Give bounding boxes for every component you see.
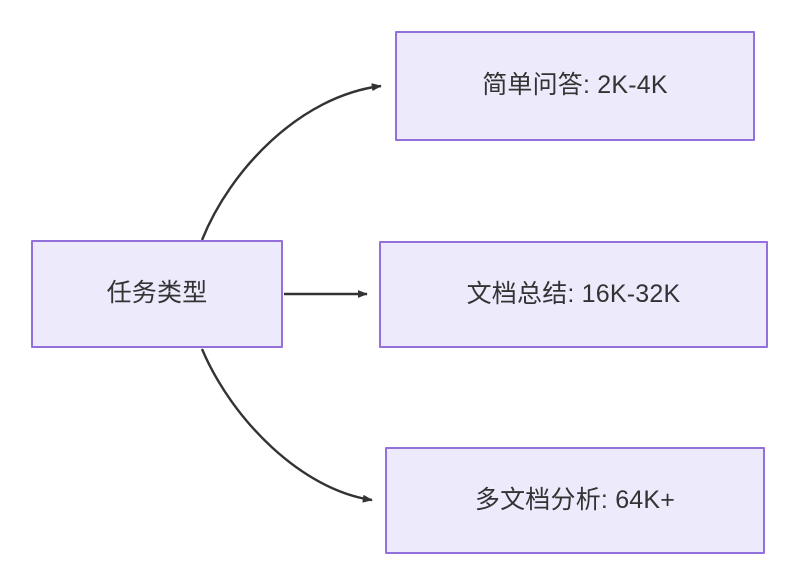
node-task-type-label: 任务类型	[106, 279, 208, 308]
node-simple-qa[interactable]: 简单问答: 2K-4K	[395, 31, 755, 141]
edge-source-to-simple-qa	[200, 83, 382, 241]
node-doc-summary[interactable]: 文档总结: 16K-32K	[379, 241, 768, 348]
edge-source-to-multi-doc	[200, 348, 373, 503]
node-doc-summary-label: 文档总结: 16K-32K	[466, 279, 681, 308]
node-multi-doc-analysis-label: 多文档分析: 64K+	[474, 485, 676, 514]
node-multi-doc-analysis[interactable]: 多文档分析: 64K+	[385, 447, 765, 554]
node-task-type[interactable]: 任务类型	[31, 240, 283, 348]
node-simple-qa-label: 简单问答: 2K-4K	[482, 71, 668, 100]
